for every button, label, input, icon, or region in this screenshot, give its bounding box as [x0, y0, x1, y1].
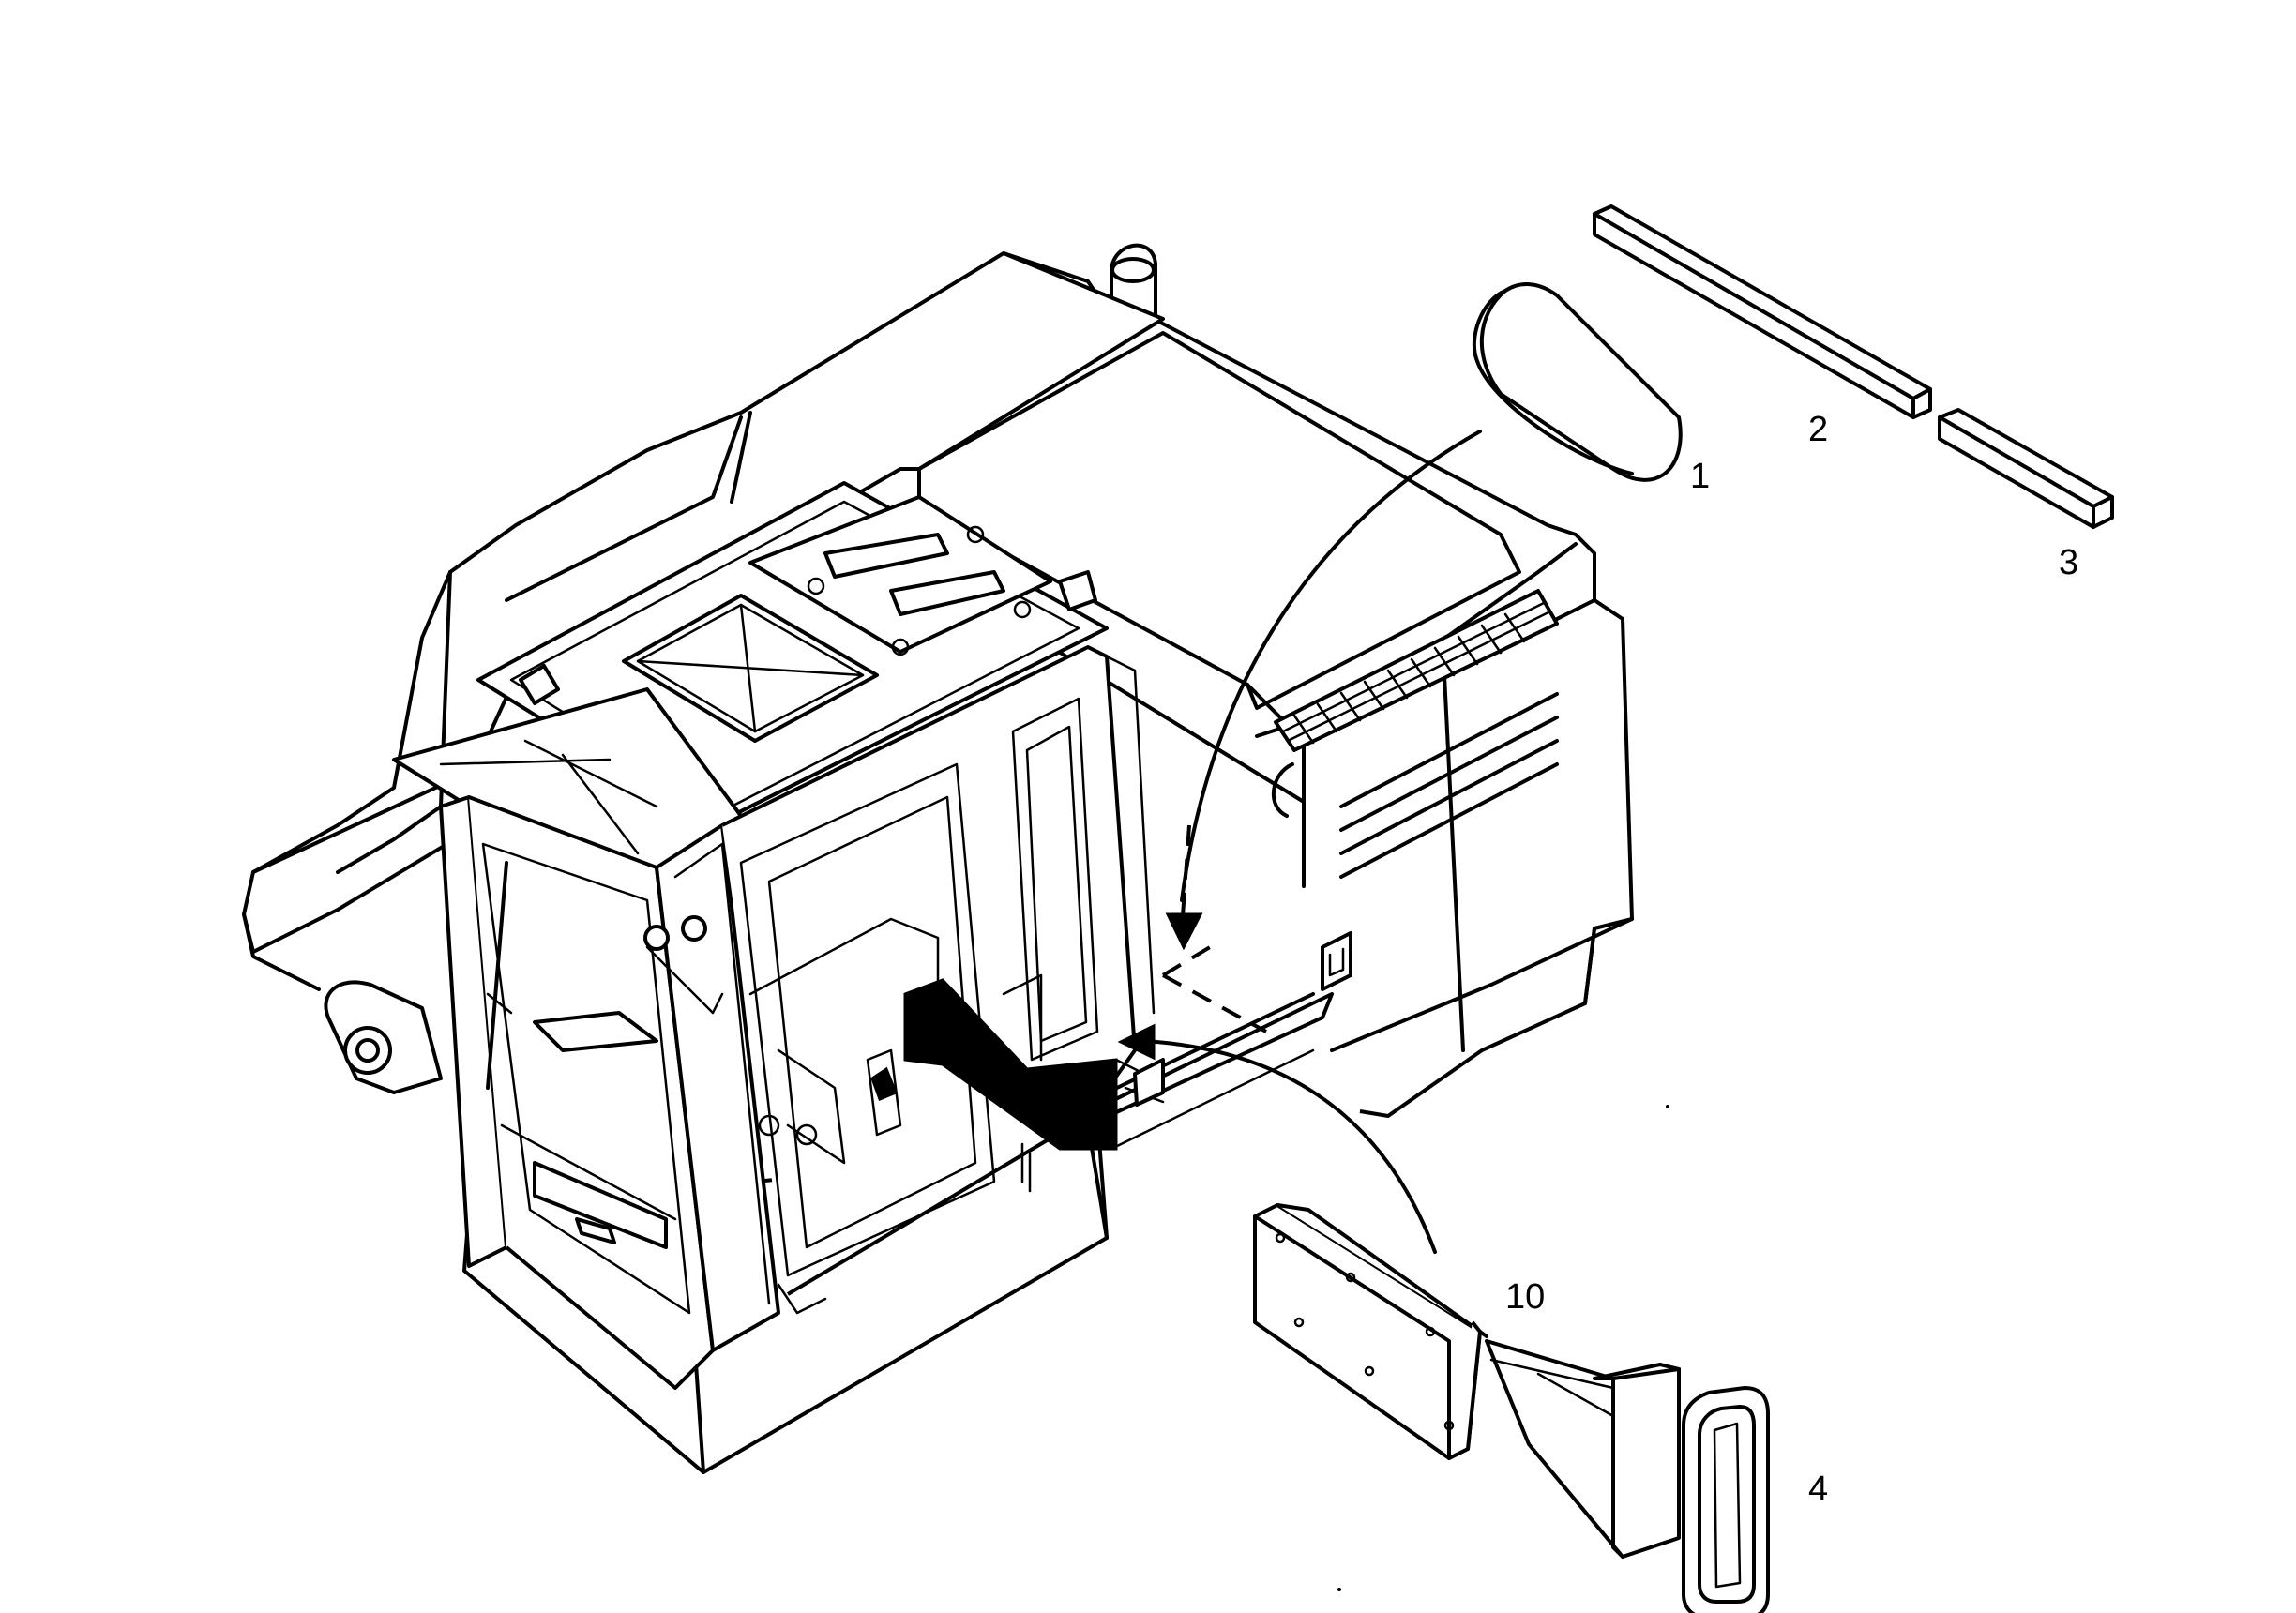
floor-cutout-dashed: [1161, 945, 1267, 1033]
assembly-arrow-1: [1165, 430, 1482, 951]
callout-part-2: 2: [1808, 410, 1828, 449]
callout-part-10: 10: [1505, 1277, 1545, 1317]
scan-speck: [1337, 1588, 1341, 1591]
callout-part-1: 1: [1690, 457, 1710, 496]
boom-bracket: [324, 980, 443, 1094]
part-1-oval-pad: [1472, 282, 1683, 482]
callout-part-3: 3: [2059, 543, 2078, 582]
scan-speck: [1666, 1105, 1669, 1108]
part-2-seal-strip: [1593, 204, 1932, 419]
grille: [1274, 589, 1559, 752]
assembly-arrow-10: [1117, 1023, 1437, 1254]
part-10-air-duct: [1253, 1203, 1681, 1559]
callout-part-4: 4: [1808, 1470, 1828, 1509]
part-3-seal-strip: [1938, 408, 2114, 529]
side-louvres: [1339, 692, 1559, 879]
installed-duct: [903, 978, 1165, 1151]
operator-cab: [392, 481, 1156, 1390]
part-4-gasket: [1682, 1386, 1770, 1613]
exhaust-pipe: [1110, 243, 1157, 324]
